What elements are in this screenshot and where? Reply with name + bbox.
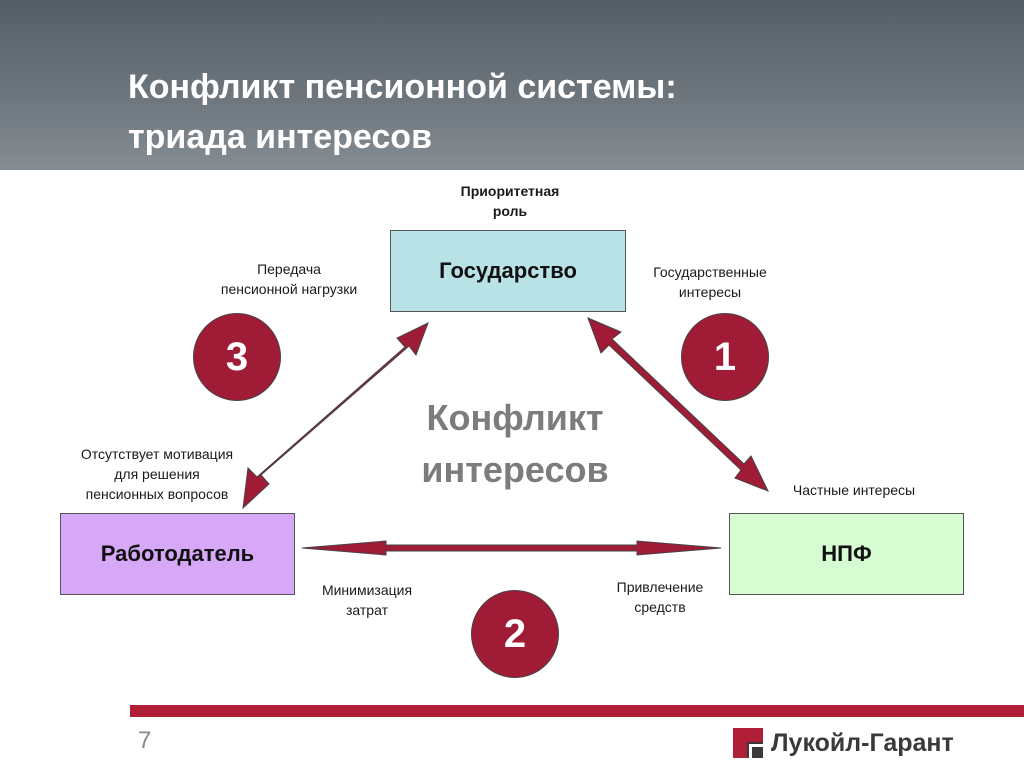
title-line-1: Конфликт пенсионной системы: <box>128 68 677 106</box>
no-motivation-line-1: Отсутствует мотивация <box>80 446 234 462</box>
node-npf-label: НПФ <box>821 541 872 566</box>
priority-label-line-1: Приоритетная <box>460 183 560 199</box>
no-motivation-line-3: пенсионных вопросов <box>85 486 229 502</box>
page-number: 7 <box>138 727 152 754</box>
title-line-2: триада интересов <box>128 118 432 156</box>
priority-label-line-2: роль <box>492 203 528 219</box>
attract-funds-label: Привлечение средств <box>598 577 722 617</box>
company-logo: Лукойл-Гарант <box>733 728 954 758</box>
private-interests-text: Частные интересы <box>792 482 916 498</box>
transfer-label: Передача пенсионной нагрузки <box>196 259 382 299</box>
center-line-2: интересов <box>421 449 609 490</box>
transfer-label-line-1: Передача <box>257 261 321 277</box>
private-interests-label: Частные интересы <box>772 480 936 500</box>
node-npf: НПФ <box>729 513 964 595</box>
attract-line-2: средств <box>634 599 686 615</box>
logo-text: Лукойл-Гарант <box>771 728 954 757</box>
arrow-employer-state <box>242 322 429 510</box>
node-employer: Работодатель <box>60 513 295 595</box>
badge-2: 2 <box>471 590 559 678</box>
node-state-label: Государство <box>439 258 577 283</box>
state-interests-line-2: интересы <box>678 284 742 300</box>
badge-1-number: 1 <box>713 334 737 379</box>
badge-3: 3 <box>193 313 281 401</box>
arrow-employer-npf <box>301 540 722 556</box>
cost-min-line-1: Минимизация <box>321 582 413 598</box>
transfer-label-line-2: пенсионной нагрузки <box>220 281 358 297</box>
badge-3-number: 3 <box>225 334 249 379</box>
conflict-center-text: Конфликт интересов <box>380 392 650 496</box>
badge-1: 1 <box>681 313 769 401</box>
priority-label: Приоритетная роль <box>448 181 572 221</box>
logo-mark-icon <box>733 728 763 758</box>
cost-minimization-label: Минимизация затрат <box>306 580 428 620</box>
arrow-state-npf <box>587 317 770 492</box>
no-motivation-line-2: для решения <box>114 466 200 482</box>
slide-title: Конфликт пенсионной системы: триада инте… <box>128 62 928 162</box>
footer-divider <box>130 705 1024 717</box>
no-motivation-label: Отсутствует мотивация для решения пенсио… <box>58 444 256 504</box>
attract-line-1: Привлечение <box>616 579 704 595</box>
node-state: Государство <box>390 230 626 312</box>
badge-2-number: 2 <box>503 611 527 656</box>
node-employer-label: Работодатель <box>100 541 255 566</box>
state-interests-line-1: Государственные <box>653 264 767 280</box>
cost-min-line-2: затрат <box>346 602 388 618</box>
center-line-1: Конфликт <box>426 397 604 438</box>
state-interests-label: Государственные интересы <box>632 262 788 302</box>
header-band <box>0 0 1024 170</box>
